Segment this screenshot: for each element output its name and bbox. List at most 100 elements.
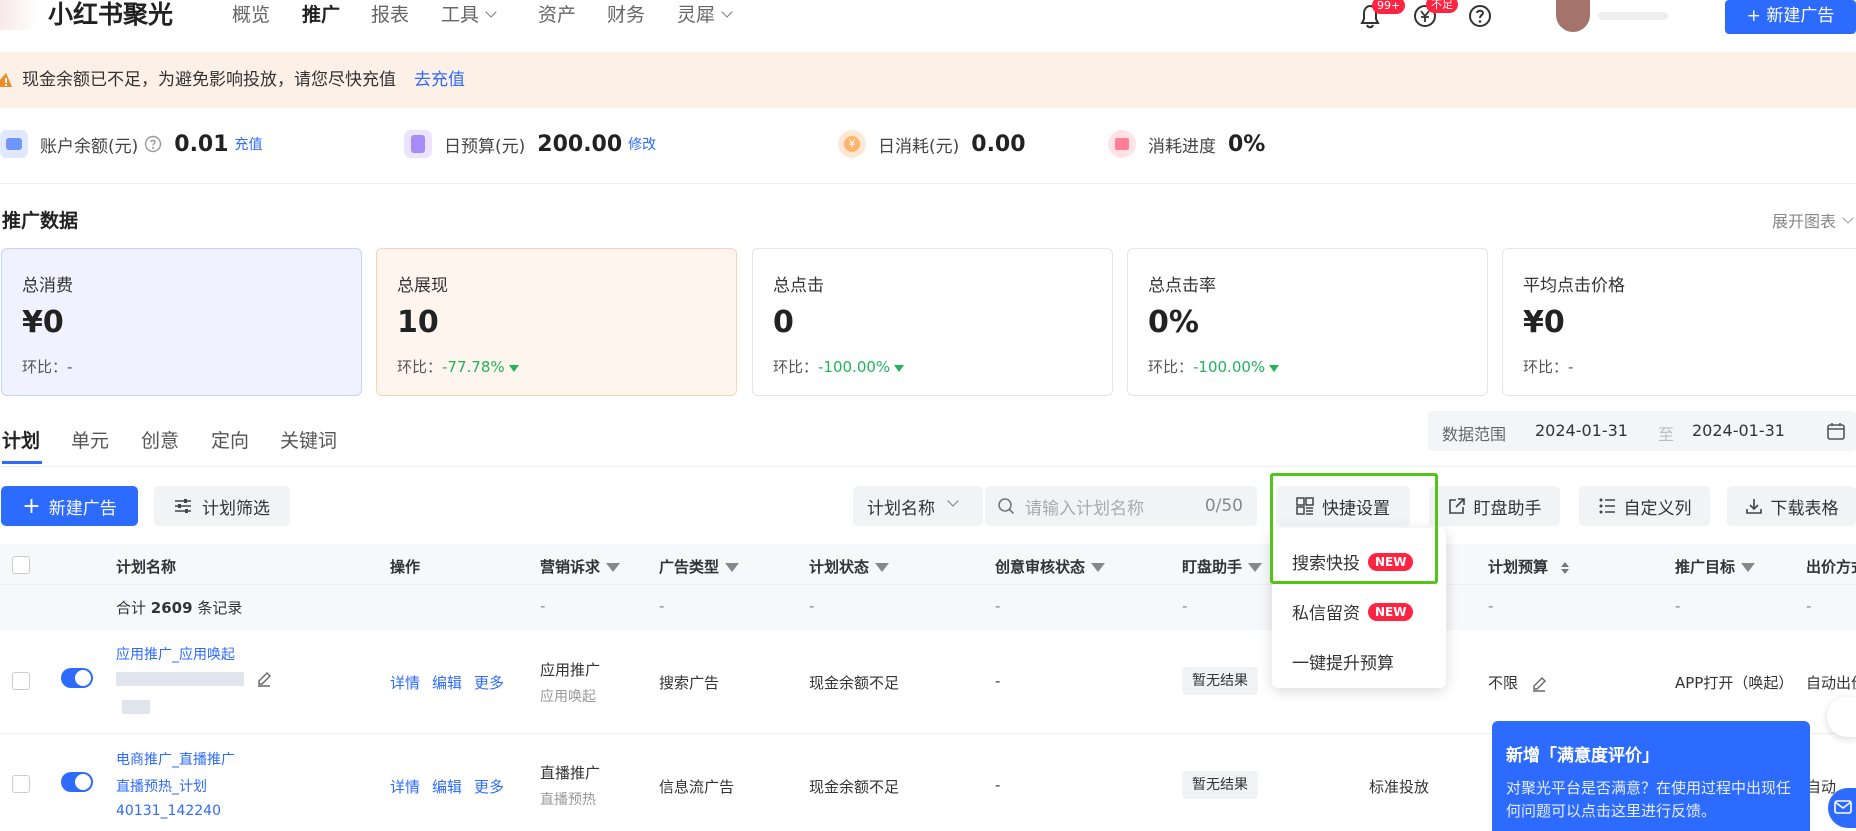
metric-value: 10	[397, 305, 439, 340]
nav-assets[interactable]: 资产	[538, 4, 577, 26]
col-monitor[interactable]: 盯盘助手	[1182, 556, 1263, 577]
spend-label: 日消耗(元)	[878, 136, 960, 157]
date-end[interactable]: 2024-01-31	[1692, 421, 1785, 440]
quick-settings-menu	[1272, 528, 1446, 688]
plan-name-link-line2[interactable]: 直播预热_计划	[116, 779, 207, 795]
quick-settings-button[interactable]: 快捷设置	[1276, 486, 1410, 526]
edit-link[interactable]: 编辑	[432, 674, 463, 692]
help-icon[interactable]	[1468, 4, 1492, 28]
search-field-select[interactable]: 计划名称	[853, 486, 983, 526]
detail-link[interactable]: 详情	[390, 778, 421, 796]
more-link[interactable]: 更多	[474, 674, 505, 692]
nav-lingxi[interactable]: 灵犀	[677, 0, 733, 30]
nav-reports[interactable]: 报表	[371, 4, 410, 26]
date-range-picker[interactable]: 数据范围 2024-01-31 至 2024-01-31	[1428, 411, 1856, 451]
new-tag: NEW	[1368, 552, 1414, 571]
filter-icon[interactable]	[1091, 563, 1106, 572]
help-icon[interactable]	[144, 135, 162, 153]
col-target[interactable]: 推广目标	[1675, 556, 1756, 577]
col-demand[interactable]: 营销诉求	[540, 556, 621, 577]
feedback-popup[interactable]: 新增「满意度评价」 对聚光平台是否满意？在使用过程中出现任何问题可以点击这里进行…	[1492, 721, 1810, 831]
row-checkbox[interactable]	[12, 672, 30, 690]
nav-tools[interactable]: 工具	[441, 0, 497, 30]
edit-link[interactable]: 编辑	[432, 778, 463, 796]
more-link[interactable]: 更多	[474, 778, 505, 796]
message-float-button[interactable]	[1828, 788, 1856, 828]
date-start[interactable]: 2024-01-31	[1535, 421, 1628, 440]
plan-status: 现金余额不足	[809, 674, 900, 692]
new-ad-button[interactable]: +新建广告	[1, 486, 138, 526]
plan-id-blurred	[122, 700, 150, 714]
avatar[interactable]	[1556, 0, 1590, 32]
nav-promotion[interactable]: 推广	[302, 4, 341, 26]
balance-value: 0.01	[174, 131, 229, 157]
monitor-label: 盯盘助手	[1473, 498, 1542, 519]
modify-budget-button[interactable]: 修改	[628, 137, 657, 153]
menu-item-boost-budget[interactable]: 一键提升预算	[1292, 649, 1394, 674]
recharge-link[interactable]: 去充值	[414, 70, 465, 90]
custom-columns-button[interactable]: 自定义列	[1579, 486, 1710, 526]
plan-filter-button[interactable]: 计划筛选	[154, 486, 290, 526]
username-blurred	[1598, 12, 1668, 20]
metric-card-impressions[interactable]: 总展现 10 环比：-77.78%	[376, 248, 737, 396]
app-title[interactable]: 小红书聚光	[48, 0, 174, 29]
col-plan-status[interactable]: 计划状态	[809, 556, 890, 577]
detail-link[interactable]: 详情	[390, 674, 421, 692]
col-plan-budget[interactable]: 计划预算	[1488, 556, 1571, 577]
search-input[interactable]: 请输入计划名称 0/50	[985, 486, 1257, 526]
bid-method: 自动	[1806, 778, 1837, 796]
monitor-assistant-button[interactable]: 盯盘助手	[1429, 486, 1560, 526]
metric-card-ctr[interactable]: 总点击率 0% 环比：-100.00%	[1127, 248, 1488, 396]
filter-icon[interactable]	[1248, 563, 1263, 572]
tab-targeting[interactable]: 定向	[211, 430, 250, 452]
plan-toggle[interactable]	[61, 772, 93, 792]
tab-creative[interactable]: 创意	[141, 430, 180, 452]
tab-plan[interactable]: 计划	[2, 430, 41, 452]
sort-icon[interactable]	[1559, 561, 1571, 575]
plan-toggle[interactable]	[61, 668, 93, 688]
plan-status: 现金余额不足	[809, 778, 900, 796]
filter-icon[interactable]	[1741, 563, 1756, 572]
grid-icon	[1296, 497, 1314, 515]
new-ad-header-button[interactable]: + 新建广告	[1725, 0, 1856, 34]
side-float-button[interactable]	[1827, 697, 1856, 737]
ad-type: 搜索广告	[659, 674, 720, 692]
tab-unit[interactable]: 单元	[71, 430, 110, 452]
metric-card-total-spend[interactable]: 总消费 ¥0 环比：-	[1, 248, 362, 396]
col-audit-status[interactable]: 创意审核状态	[995, 556, 1106, 577]
download-table-button[interactable]: 下载表格	[1727, 486, 1856, 526]
filter-icon[interactable]	[606, 563, 621, 572]
plan-name-blurred	[116, 672, 244, 686]
budget-icon	[404, 130, 432, 158]
edit-icon[interactable]	[1531, 676, 1547, 692]
expand-chart-label: 展开图表	[1772, 212, 1837, 231]
edit-icon[interactable]	[256, 671, 272, 687]
row-checkbox[interactable]	[12, 775, 30, 793]
promo-data-title: 推广数据	[2, 210, 79, 232]
metric-title: 总消费	[22, 276, 73, 296]
tab-keywords[interactable]: 关键词	[280, 430, 338, 452]
filter-icon[interactable]	[725, 563, 740, 572]
stat-balance: 账户余额(元) 0.01 充值	[0, 130, 263, 158]
metric-card-clicks[interactable]: 总点击 0 环比：-100.00%	[752, 248, 1113, 396]
account-stats: 账户余额(元) 0.01 充值 日预算(元) 200.00 修改 ¥ 日消耗(元…	[0, 108, 1856, 184]
compare-label: 环比：	[1523, 358, 1569, 376]
expand-chart-toggle[interactable]: 展开图表	[1772, 208, 1854, 232]
select-all-checkbox[interactable]	[12, 556, 30, 574]
down-triangle-icon	[1269, 365, 1280, 372]
nav-finance[interactable]: 财务	[607, 4, 646, 26]
coin-icon[interactable]	[1413, 4, 1437, 28]
search-icon	[998, 498, 1015, 515]
col-plan-name[interactable]: 计划名称	[116, 558, 177, 576]
metric-card-avg-cpc[interactable]: 平均点击价格 ¥0 环比：-	[1502, 248, 1856, 396]
nav-overview[interactable]: 概览	[232, 4, 271, 26]
filter-icon[interactable]	[875, 563, 890, 572]
recharge-button[interactable]: 充值	[234, 137, 263, 153]
calendar-icon[interactable]	[1826, 421, 1846, 441]
col-ad-type[interactable]: 广告类型	[659, 556, 740, 577]
plan-name-link[interactable]: 电商推广_直播推广	[116, 752, 235, 768]
plan-name-link[interactable]: 应用推广_应用唤起	[116, 647, 235, 663]
monitor-result-chip: 暂无结果	[1182, 771, 1258, 799]
